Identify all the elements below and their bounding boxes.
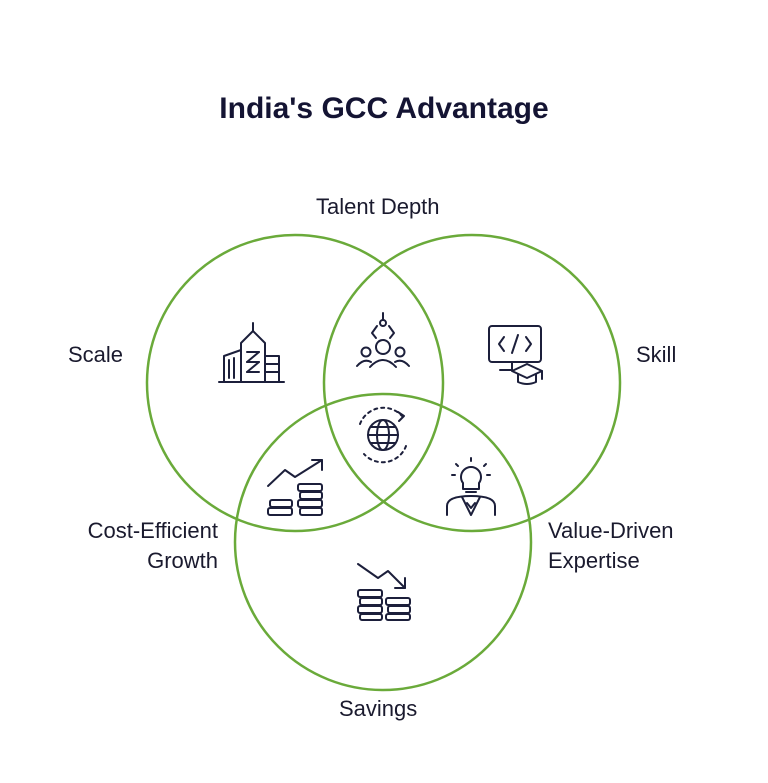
label-talent-depth: Talent Depth xyxy=(316,194,440,219)
label-skill: Skill xyxy=(636,342,677,367)
label-cost-efficient-line1: Cost-Efficient xyxy=(87,518,218,543)
label-savings: Savings xyxy=(339,696,418,721)
venn-circle-bottom xyxy=(233,392,533,692)
label-cost-efficient-line2: Growth xyxy=(147,548,218,573)
expert-idea-icon xyxy=(446,457,496,516)
label-cost-efficient: Cost-Efficient Growth xyxy=(60,516,218,576)
label-scale: Scale xyxy=(68,342,124,367)
label-value-driven-line1: Value-Driven xyxy=(548,518,674,543)
venn-circle-left xyxy=(145,233,445,533)
talent-people-icon xyxy=(356,312,410,368)
buildings-icon xyxy=(218,322,285,383)
label-value-driven-line2: Expertise xyxy=(548,548,640,573)
savings-coins-icon xyxy=(357,563,411,621)
label-value-driven: Value-Driven Expertise xyxy=(548,516,674,576)
venn-circle-right xyxy=(322,233,622,533)
growth-coins-icon xyxy=(267,459,323,516)
globe-cycle-icon xyxy=(359,406,407,464)
code-graduation-icon xyxy=(488,325,543,385)
page-title: India's GCC Advantage xyxy=(219,92,549,125)
